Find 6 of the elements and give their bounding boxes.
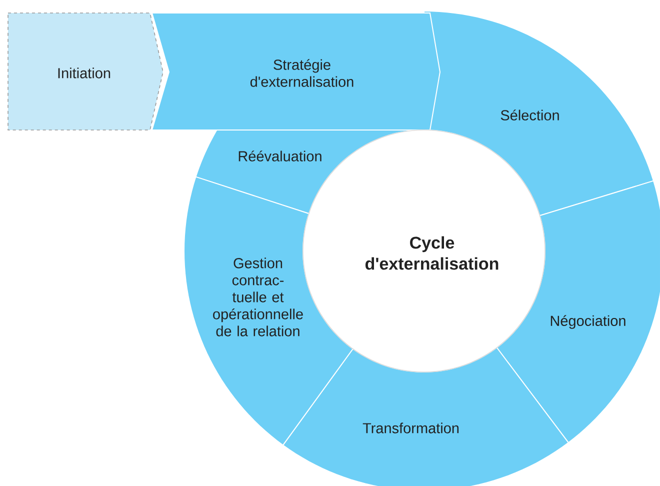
chevron-step: Initiation [8,12,164,130]
node-label: Négociation [550,315,626,329]
node-label: Transformation [362,422,459,434]
node-label: Sélection [500,110,559,120]
chevron-band: Stratégie d'externalisation [151,12,441,130]
ring-segment: Réévaluation [195,130,424,214]
